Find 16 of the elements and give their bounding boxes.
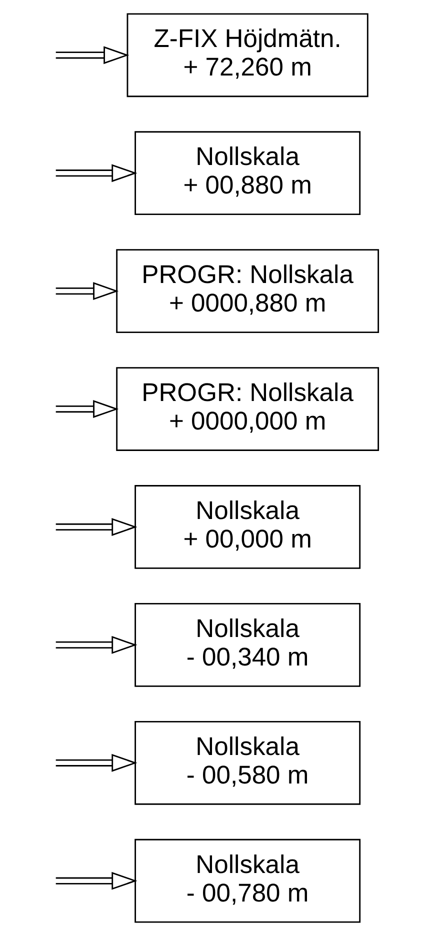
- arrow: [56, 872, 138, 890]
- arrow: [56, 282, 119, 300]
- node-box: Nollskala - 00,580 m: [134, 720, 361, 805]
- node-box: Nollskala + 00,880 m: [134, 131, 361, 216]
- arrow: [56, 636, 138, 654]
- node-box: Nollskala - 00,340 m: [134, 603, 361, 687]
- arrow: [56, 46, 130, 64]
- node-box: Nollskala - 00,780 m: [134, 838, 361, 923]
- arrow: [56, 754, 138, 772]
- node-box: PROGR: Nollskala + 0000,000 m: [116, 367, 380, 451]
- node-box: Z-FIX Höjdmätn. + 72,260 m: [126, 13, 368, 98]
- arrow: [56, 164, 138, 182]
- node-box: Nollskala + 00,000 m: [134, 485, 361, 569]
- arrow: [56, 400, 119, 418]
- node-box: PROGR: Nollskala + 0000,880 m: [116, 249, 380, 333]
- arrow: [56, 518, 138, 536]
